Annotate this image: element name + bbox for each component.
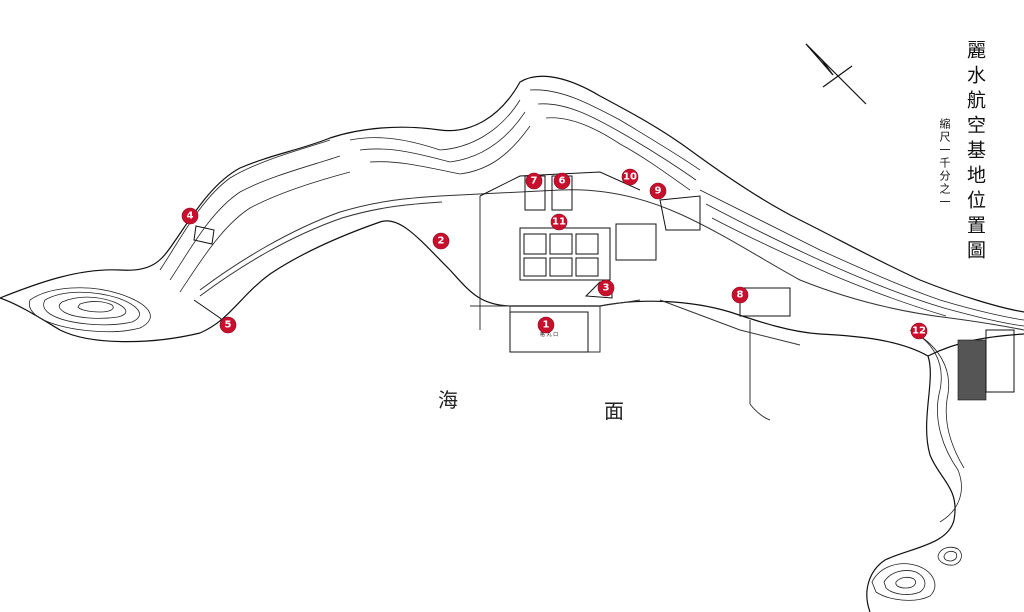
marker-12[interactable]: 12 <box>910 322 928 340</box>
svg-text:11: 11 <box>552 217 566 228</box>
marker-9[interactable]: 9 <box>649 182 667 200</box>
marker-2[interactable]: 2 <box>432 232 450 250</box>
marker-3[interactable]: 3 <box>597 279 615 297</box>
north-arrow-icon <box>805 43 867 105</box>
airfield-structures: 格 丸 口 <box>193 171 1015 401</box>
marker-10[interactable]: 10 <box>621 168 639 186</box>
svg-text:7: 7 <box>531 176 538 187</box>
marker-11[interactable]: 11 <box>550 213 568 231</box>
svg-text:2: 2 <box>438 236 445 247</box>
svg-text:1: 1 <box>543 320 550 331</box>
sea-label-2: 面 <box>604 399 624 423</box>
roads <box>199 189 1024 421</box>
marker-1[interactable]: 1 <box>537 316 555 334</box>
svg-text:12: 12 <box>912 326 926 337</box>
svg-text:4: 4 <box>187 211 194 222</box>
building-1-label: 格 丸 口 <box>540 331 558 338</box>
marker-6[interactable]: 6 <box>553 172 571 190</box>
marker-8[interactable]: 8 <box>731 286 749 304</box>
contour-lines <box>28 89 1024 601</box>
marker-5[interactable]: 5 <box>219 316 237 334</box>
svg-text:10: 10 <box>623 172 637 183</box>
map-scale: 縮尺一千分之一 <box>938 118 951 209</box>
marker-7[interactable]: 7 <box>525 172 543 190</box>
location-markers: 1 2 3 4 5 6 7 8 9 10 11 12 <box>181 168 928 340</box>
sea-label-1: 海 <box>438 388 458 412</box>
map-title: 麗水航空基地位置圖 <box>964 40 986 265</box>
coastline <box>0 75 1024 612</box>
svg-text:8: 8 <box>737 290 744 301</box>
svg-text:6: 6 <box>559 176 566 187</box>
svg-text:3: 3 <box>603 283 610 294</box>
marker-4[interactable]: 4 <box>181 207 199 225</box>
svg-text:5: 5 <box>225 320 232 331</box>
svg-text:9: 9 <box>655 186 662 197</box>
